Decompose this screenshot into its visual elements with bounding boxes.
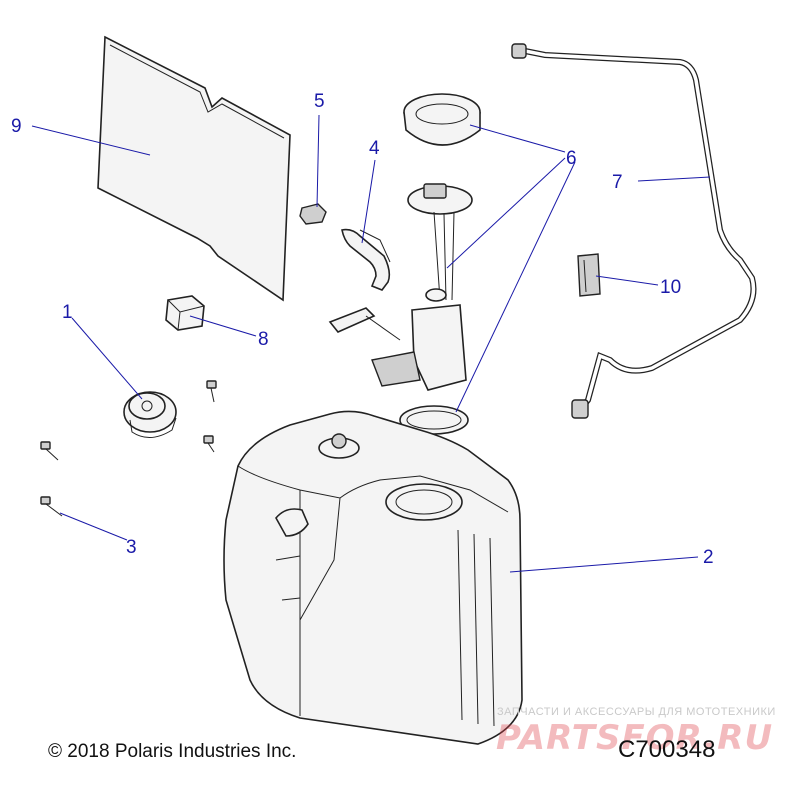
bolt-set	[40, 380, 217, 517]
watermark-tagline: ЗАПЧАСТИ И АКСЕССУАРЫ ДЛЯ МОТОТЕХНИКИ	[497, 706, 776, 718]
leader-1	[71, 317, 143, 400]
fuel-cap	[123, 391, 177, 438]
hose-fitting	[299, 203, 327, 225]
callout-3: 3	[126, 537, 137, 558]
vent-line-top-fitting	[511, 43, 527, 59]
leader-lines	[31, 114, 711, 573]
leader-6b	[446, 157, 566, 269]
callout-2: 2	[703, 547, 714, 568]
leader-6c	[455, 161, 576, 413]
leader-9	[31, 125, 151, 156]
heat-shield-panel	[97, 35, 291, 302]
watermark-brand: PARTSFOR.RU	[496, 718, 774, 758]
leader-5	[316, 114, 320, 208]
vent-line	[511, 43, 757, 419]
leader-10	[595, 275, 659, 286]
fuel-pump	[328, 183, 473, 391]
copyright-text: © 2018 Polaris Industries Inc.	[48, 741, 297, 762]
callout-10: 10	[660, 277, 681, 298]
leader-7	[637, 176, 711, 182]
bolt-3	[40, 441, 59, 461]
vent-line-bottom-fitting	[571, 399, 589, 419]
leader-4	[361, 159, 376, 244]
leader-8	[189, 315, 257, 337]
leader-2	[509, 556, 699, 573]
clip	[577, 253, 601, 297]
hose	[341, 228, 391, 291]
callout-5: 5	[314, 91, 325, 112]
bolt-4	[40, 496, 63, 517]
figure-id: C700348	[618, 736, 716, 763]
foam-block	[165, 295, 205, 331]
lock-ring	[403, 93, 481, 146]
callout-4: 4	[369, 138, 380, 159]
callout-7: 7	[612, 172, 623, 193]
callout-6: 6	[566, 148, 577, 169]
bolt-1	[206, 380, 217, 403]
callout-1: 1	[62, 302, 73, 323]
fuel-tank	[223, 410, 523, 745]
fuel-pump-assembly	[328, 93, 481, 435]
callout-9: 9	[11, 116, 22, 137]
callout-labels: 9 5 4 6 7 10 8 1 3 2	[11, 91, 714, 568]
callout-8: 8	[258, 329, 269, 350]
bolt-2	[203, 435, 215, 453]
leader-3	[59, 512, 128, 541]
leader-6a	[469, 124, 566, 153]
